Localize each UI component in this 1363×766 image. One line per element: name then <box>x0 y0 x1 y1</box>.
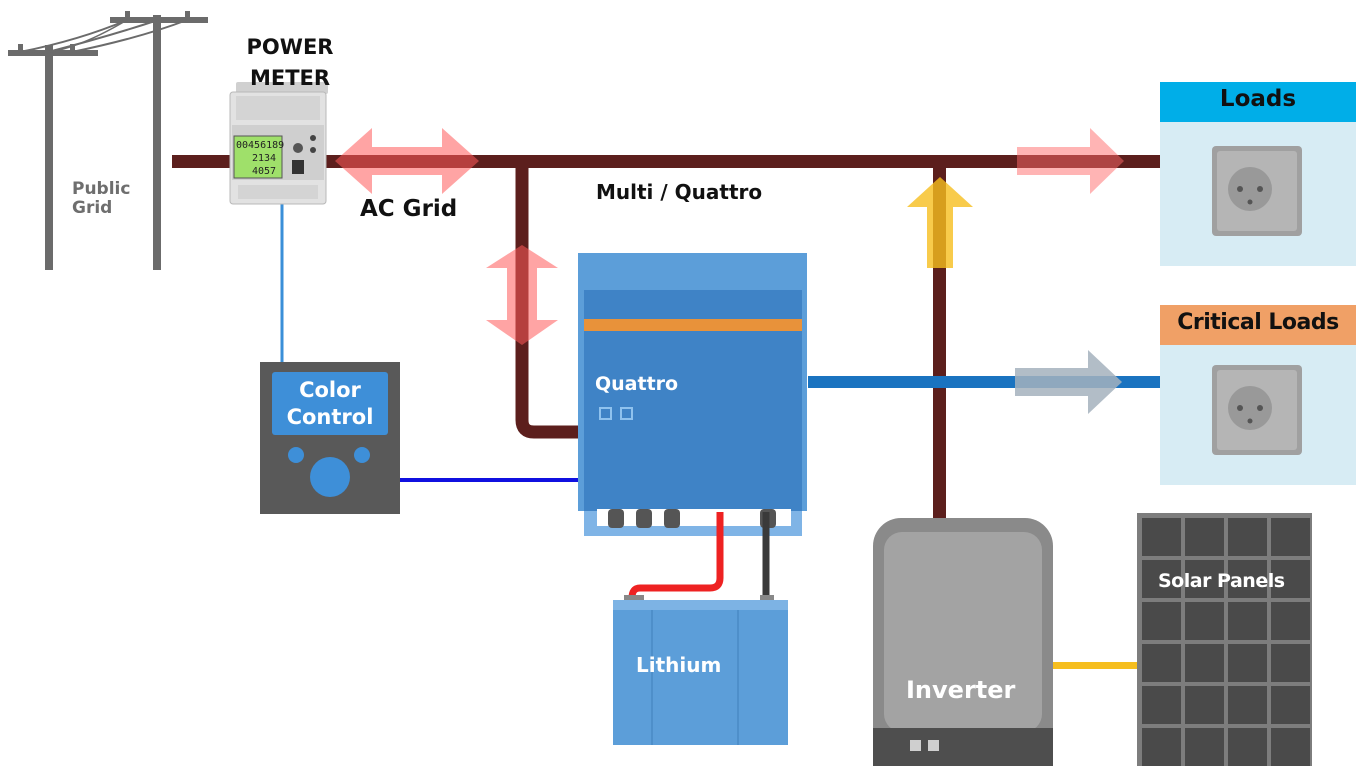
color-control-label: Color Control <box>272 377 388 431</box>
pv-dc-link <box>1053 662 1137 669</box>
solar-cell <box>1142 644 1181 682</box>
meter-display-line-2: 2134 <box>252 153 276 164</box>
power-meter-label-line-1: POWER <box>246 35 334 59</box>
solar-cell <box>1185 518 1224 556</box>
public-grid-label-line-1: Public <box>72 179 131 199</box>
solar-cell <box>1228 644 1267 682</box>
solar-cell <box>1271 602 1310 640</box>
public-grid-label-line-2: Grid <box>72 198 113 218</box>
loads-flow-arrow <box>1017 128 1124 194</box>
multi-quattro-label: Multi / Quattro <box>596 180 763 204</box>
critical-loads-socket-icon <box>1212 365 1302 455</box>
solar-cell <box>1185 728 1224 766</box>
solar-cell <box>1142 602 1181 640</box>
solar-cell <box>1185 560 1224 598</box>
power-meter-label-line-2: METER <box>249 66 331 90</box>
solar-panels-icon <box>1137 513 1312 766</box>
solar-cell <box>1142 518 1181 556</box>
solar-cell <box>1228 518 1267 556</box>
solar-cell <box>1185 602 1224 640</box>
solar-cell <box>1228 602 1267 640</box>
meter-display-line-3: 4057 <box>252 166 276 177</box>
solar-cell <box>1271 644 1310 682</box>
power-meter-label: POWER METER <box>240 32 340 94</box>
battery-positive-cable <box>628 512 724 599</box>
solar-cell <box>1228 728 1267 766</box>
solar-cell <box>1185 686 1224 724</box>
solar-cell <box>1228 686 1267 724</box>
lithium-label: Lithium <box>636 653 722 677</box>
ac-grid-label: AC Grid <box>360 196 458 222</box>
solar-cell <box>1271 560 1310 598</box>
solar-cell <box>1271 686 1310 724</box>
solar-cell <box>1228 560 1267 598</box>
utility-poles-icon <box>8 11 208 270</box>
power-meter-icon: 00456189 2134 4057 <box>229 82 328 205</box>
grid-flow-arrow <box>335 128 479 194</box>
color-control-label-line-1: Color <box>299 378 361 402</box>
color-control-icon <box>260 362 400 514</box>
lithium-battery-icon <box>613 595 788 745</box>
loads-socket-icon <box>1212 146 1302 236</box>
critical-flow-arrow <box>1015 350 1122 414</box>
meter-display-line-1: 00456189 <box>236 140 284 151</box>
critical-loads-label: Critical Loads <box>1177 310 1339 335</box>
solar-cell <box>1185 644 1224 682</box>
inverter-label: Inverter <box>906 676 1016 704</box>
loads-label: Loads <box>1219 86 1297 112</box>
public-grid-label: Public Grid <box>72 180 130 218</box>
pv-inverter-icon <box>873 518 1053 766</box>
solar-panels-label: Solar Panels <box>1158 570 1285 592</box>
quattro-icon <box>578 253 807 536</box>
solar-cell <box>1142 686 1181 724</box>
solar-cell <box>1271 728 1310 766</box>
pv-flow-arrow <box>907 177 973 268</box>
quattro-flow-arrow <box>486 245 558 345</box>
solar-cell <box>1142 560 1181 598</box>
solar-cell <box>1271 518 1310 556</box>
solar-cell <box>1142 728 1181 766</box>
color-control-label-line-2: Control <box>286 405 374 429</box>
quattro-label: Quattro <box>595 373 679 395</box>
